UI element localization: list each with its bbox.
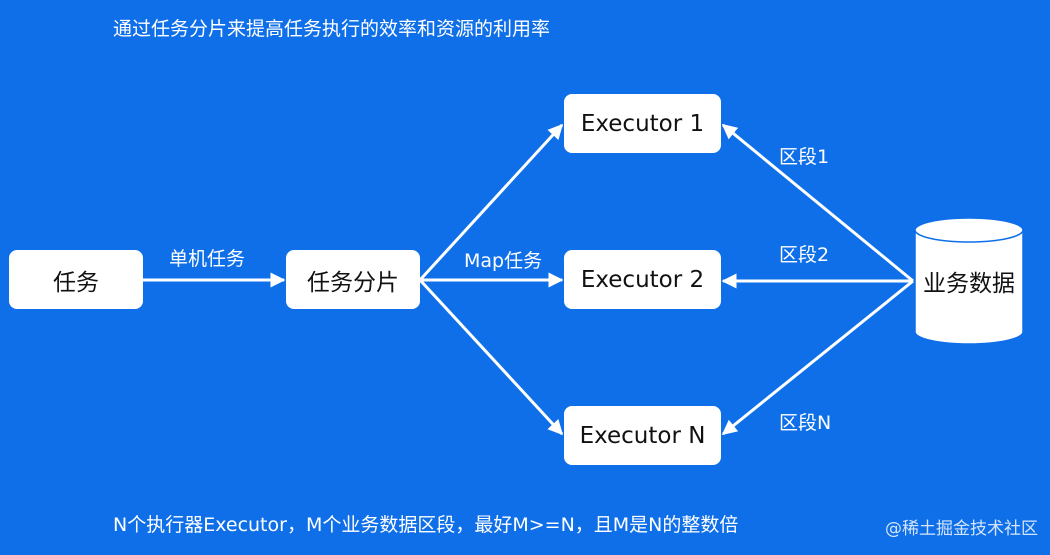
- edge-label-segment-n: 区段N: [779, 412, 832, 434]
- diagram-title: 通过任务分片来提高任务执行的效率和资源的利用率: [113, 18, 551, 40]
- node-executor-n: Executor N: [564, 406, 721, 465]
- arrow-data-to-executor-n: [721, 279, 914, 436]
- business-data-label: 业务数据: [923, 271, 1015, 297]
- arrow-shard-to-executor-n: [418, 278, 564, 436]
- watermark: @稀土掘金技术社区: [885, 519, 1038, 539]
- edge-label-single-machine-task: 单机任务: [169, 248, 246, 270]
- node-business-data: 业务数据: [913, 216, 1025, 346]
- edge-label-map-task: Map任务: [464, 250, 543, 272]
- node-executor-1: Executor 1: [564, 94, 721, 153]
- node-task-shard: 任务分片: [286, 250, 420, 309]
- arrow-shard-to-executor-1: [418, 123, 564, 282]
- footer-note: N个执行器Executor，M个业务数据区段，最好M>=N，且M是N的整数倍: [113, 514, 739, 536]
- arrow-data-to-executor-1: [721, 123, 914, 283]
- node-task: 任务: [9, 250, 143, 309]
- node-executor-2: Executor 2: [564, 250, 721, 309]
- database-icon: [914, 217, 1024, 345]
- edge-label-segment-2: 区段2: [779, 244, 830, 266]
- edge-label-segment-1: 区段1: [779, 146, 830, 168]
